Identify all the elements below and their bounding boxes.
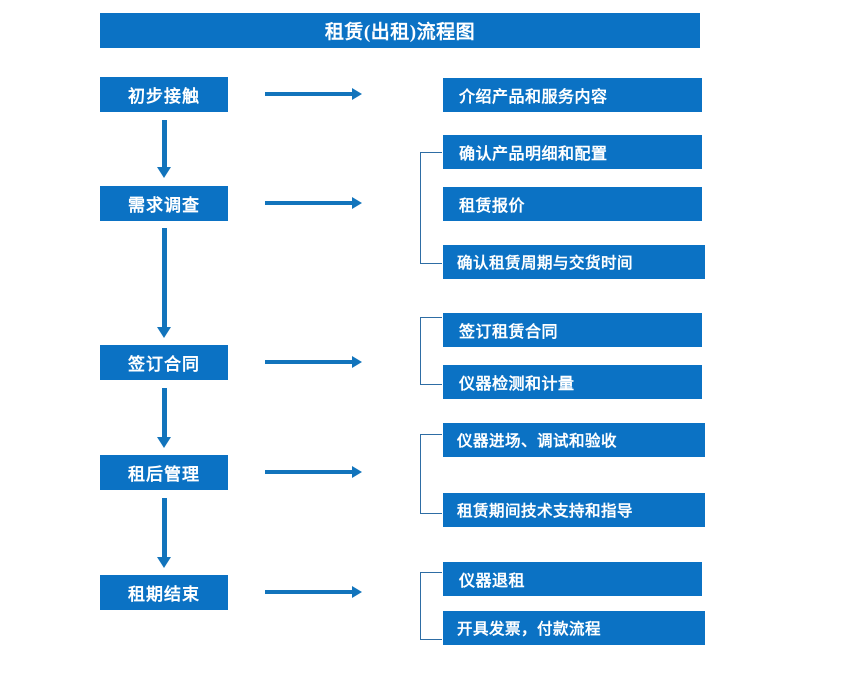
stage-box-1[interactable]: 初步接触 <box>100 77 228 112</box>
arrow-head <box>352 88 362 100</box>
arrow-shaft <box>162 120 167 167</box>
horizontal-arrow-2 <box>265 197 362 209</box>
arrow-shaft <box>162 388 167 437</box>
horizontal-arrow-5 <box>265 586 362 598</box>
detail-box-10[interactable]: 开具发票，付款流程 <box>443 611 705 645</box>
detail-box-5[interactable]: 签订租赁合同 <box>443 313 702 347</box>
arrow-head <box>157 167 171 178</box>
detail-box-7[interactable]: 仪器进场、调试和验收 <box>443 423 705 457</box>
group-bracket-2 <box>420 317 442 385</box>
flowchart-title: 租赁(出租)流程图 <box>100 13 700 48</box>
detail-box-1[interactable]: 介绍产品和服务内容 <box>443 78 702 112</box>
arrow-shaft <box>265 470 353 474</box>
horizontal-arrow-3 <box>265 356 362 368</box>
vertical-arrow-1 <box>157 120 171 178</box>
detail-box-6[interactable]: 仪器检测和计量 <box>443 365 702 399</box>
detail-box-8[interactable]: 租赁期间技术支持和指导 <box>443 493 705 527</box>
detail-box-4[interactable]: 确认租赁周期与交货时间 <box>443 245 705 279</box>
arrow-head <box>352 466 362 478</box>
arrow-head <box>157 437 171 448</box>
detail-box-2[interactable]: 确认产品明细和配置 <box>443 135 702 169</box>
stage-box-2[interactable]: 需求调查 <box>100 186 228 221</box>
arrow-head <box>352 586 362 598</box>
arrow-head <box>157 327 171 338</box>
vertical-arrow-4 <box>157 498 171 568</box>
stage-box-4[interactable]: 租后管理 <box>100 455 228 490</box>
arrow-shaft <box>265 360 353 364</box>
vertical-arrow-2 <box>157 228 171 338</box>
stage-box-5[interactable]: 租期结束 <box>100 575 228 610</box>
arrow-shaft <box>265 201 353 205</box>
detail-box-3[interactable]: 租赁报价 <box>443 187 702 221</box>
arrow-head <box>352 356 362 368</box>
group-bracket-4 <box>420 572 442 640</box>
arrow-shaft <box>265 92 353 96</box>
arrow-shaft <box>162 498 167 557</box>
group-bracket-1 <box>420 152 442 264</box>
horizontal-arrow-1 <box>265 88 362 100</box>
arrow-head <box>352 197 362 209</box>
arrow-shaft <box>162 228 167 327</box>
group-bracket-3 <box>420 434 442 514</box>
arrow-head <box>157 557 171 568</box>
arrow-shaft <box>265 590 353 594</box>
stage-box-3[interactable]: 签订合同 <box>100 345 228 380</box>
horizontal-arrow-4 <box>265 466 362 478</box>
vertical-arrow-3 <box>157 388 171 448</box>
detail-box-9[interactable]: 仪器退租 <box>443 562 702 596</box>
